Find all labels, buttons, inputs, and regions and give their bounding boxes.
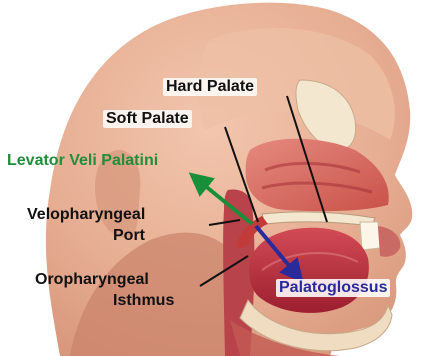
teeth <box>360 222 380 250</box>
port-label: Port <box>110 227 148 245</box>
soft-palate-label: Soft Palate <box>103 110 192 128</box>
isthmus-label: Isthmus <box>110 292 177 310</box>
palatoglossus-label: Palatoglossus <box>276 279 390 297</box>
oropharyngeal-label: Oropharyngeal <box>32 271 152 289</box>
velopharyngeal-label: Velopharyngeal <box>24 206 148 224</box>
hard-palate-label: Hard Palate <box>163 78 257 96</box>
levator-veli-palatini-label: Levator Veli Palatini <box>4 152 161 170</box>
